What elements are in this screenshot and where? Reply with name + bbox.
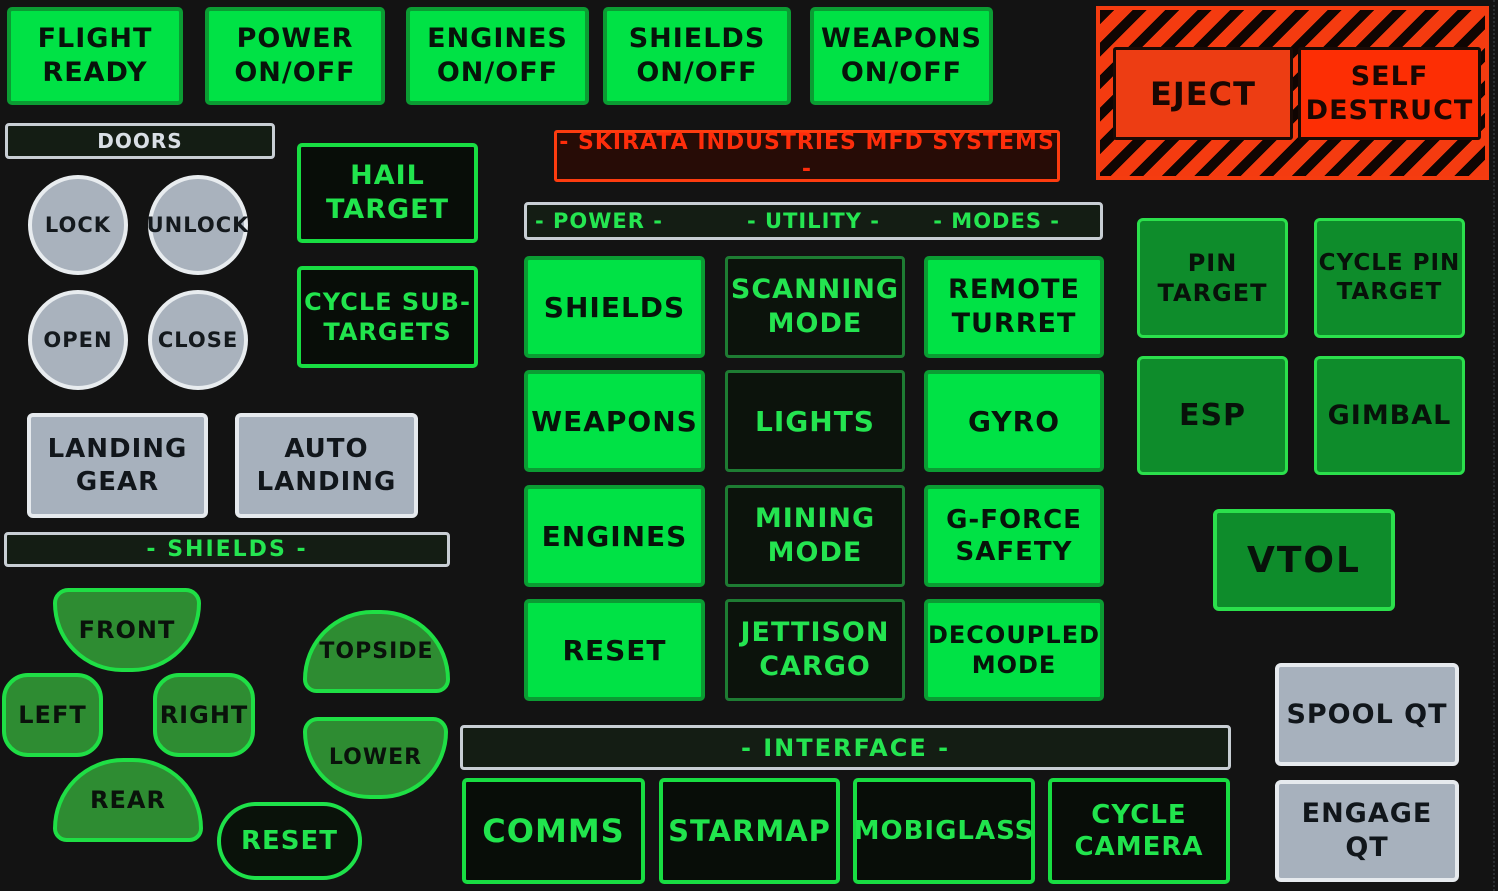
self-destruct-button[interactable]: SELF DESTRUCT — [1298, 47, 1481, 140]
modes-gforce-safety-button[interactable]: G-FORCE SAFETY — [924, 485, 1104, 587]
starmap-button[interactable]: STARMAP — [659, 778, 840, 884]
cycle-sub-targets-button[interactable]: CYCLE SUB- TARGETS — [297, 266, 478, 368]
utility-jettison-cargo-button[interactable]: JETTISON CARGO — [725, 599, 905, 701]
modes-decoupled-mode-button[interactable]: DECOUPLED MODE — [924, 599, 1104, 701]
vtol-button[interactable]: VTOL — [1213, 509, 1395, 611]
shield-lower-button[interactable]: LOWER — [303, 717, 448, 799]
panel-right-edge — [1493, 0, 1495, 891]
shields-header: - SHIELDS - — [4, 532, 450, 567]
interface-header: - INTERFACE - — [460, 725, 1231, 770]
modes-gyro-button[interactable]: GYRO — [924, 370, 1104, 472]
power-onoff-button[interactable]: POWER ON/OFF — [205, 7, 385, 105]
modes-remote-turret-button[interactable]: REMOTE TURRET — [924, 256, 1104, 358]
gimbal-button[interactable]: GIMBAL — [1314, 356, 1465, 475]
esp-button[interactable]: ESP — [1137, 356, 1288, 475]
shield-right-button[interactable]: RIGHT — [153, 673, 255, 757]
auto-landing-button[interactable]: AUTO LANDING — [235, 413, 418, 518]
utility-scanning-mode-button[interactable]: SCANNING MODE — [725, 256, 905, 358]
hail-target-button[interactable]: HAIL TARGET — [297, 143, 478, 243]
danger-zone-panel: EJECT SELF DESTRUCT — [1096, 6, 1489, 180]
header-utility: - UTILITY - — [747, 208, 880, 233]
shield-left-button[interactable]: LEFT — [2, 673, 103, 757]
mobiglass-button[interactable]: MOBIGLASS — [853, 778, 1035, 884]
pin-target-button[interactable]: PIN TARGET — [1137, 218, 1288, 338]
utility-lights-button[interactable]: LIGHTS — [725, 370, 905, 472]
landing-gear-button[interactable]: LANDING GEAR — [27, 413, 208, 518]
mfd-column-headers: - POWER - - UTILITY - - MODES - — [524, 202, 1103, 240]
power-reset-button[interactable]: RESET — [524, 599, 705, 701]
cycle-pin-target-button[interactable]: CYCLE PIN TARGET — [1314, 218, 1465, 338]
door-close-button[interactable]: CLOSE — [148, 290, 248, 390]
shield-front-button[interactable]: FRONT — [53, 588, 201, 672]
engines-onoff-button[interactable]: ENGINES ON/OFF — [406, 7, 589, 105]
cycle-camera-button[interactable]: CYCLE CAMERA — [1048, 778, 1230, 884]
engage-qt-button[interactable]: ENGAGE QT — [1275, 780, 1459, 882]
door-open-button[interactable]: OPEN — [28, 290, 128, 390]
header-power: - POWER - — [535, 208, 663, 233]
door-lock-button[interactable]: LOCK — [28, 175, 128, 275]
shield-reset-button[interactable]: RESET — [217, 802, 362, 880]
flight-ready-button[interactable]: FLIGHT READY — [7, 7, 183, 105]
power-engines-button[interactable]: ENGINES — [524, 485, 705, 587]
spool-qt-button[interactable]: SPOOL QT — [1275, 663, 1459, 766]
mfd-banner: - SKIRATA INDUSTRIES MFD SYSTEMS - — [554, 130, 1060, 182]
doors-header: DOORS — [5, 123, 275, 159]
door-unlock-button[interactable]: UNLOCK — [147, 175, 248, 275]
eject-button[interactable]: EJECT — [1113, 47, 1293, 140]
power-shields-button[interactable]: SHIELDS — [524, 256, 705, 358]
shield-topside-button[interactable]: TOPSIDE — [303, 610, 450, 693]
header-modes: - MODES - — [933, 208, 1060, 233]
shield-rear-button[interactable]: REAR — [53, 758, 203, 842]
shields-onoff-button[interactable]: SHIELDS ON/OFF — [603, 7, 791, 105]
weapons-onoff-button[interactable]: WEAPONS ON/OFF — [810, 7, 993, 105]
comms-button[interactable]: COMMS — [462, 778, 645, 884]
power-weapons-button[interactable]: WEAPONS — [524, 370, 705, 472]
utility-mining-mode-button[interactable]: MINING MODE — [725, 485, 905, 587]
